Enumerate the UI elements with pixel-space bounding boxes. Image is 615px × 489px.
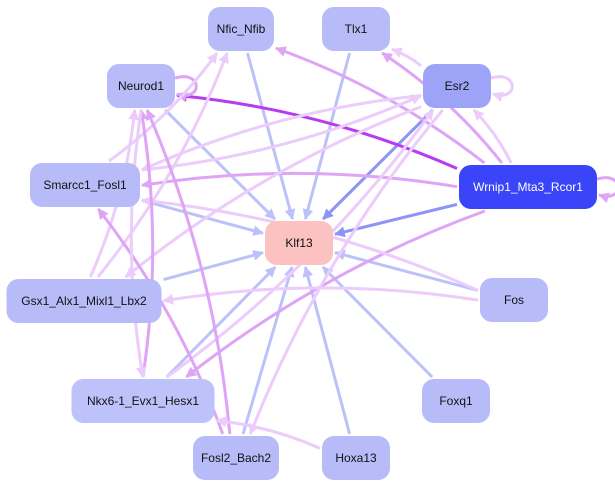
node-label: Fos xyxy=(504,293,524,307)
node-tlx1[interactable]: Tlx1 xyxy=(322,7,390,51)
edge-neurod1-to-klf13 xyxy=(164,108,276,221)
node-esr2[interactable]: Esr2 xyxy=(423,64,491,108)
edge-foxq1-to-klf13 xyxy=(321,265,434,379)
node-smarcc1[interactable]: Smarcc1_Fosl1 xyxy=(30,163,140,207)
node-box[interactable] xyxy=(193,436,279,480)
node-box[interactable] xyxy=(107,64,175,108)
edge-wrnip1-to-neurod1 xyxy=(175,90,458,170)
edge-nkx6-to-neurod1 xyxy=(137,108,155,378)
node-label: Fosl2_Bach2 xyxy=(201,451,271,465)
edge-smarcc1-to-nfic xyxy=(108,52,219,163)
edge-wrnip1-to-esr2 xyxy=(472,108,513,164)
node-label: Klf13 xyxy=(285,236,313,250)
node-label: Tlx1 xyxy=(345,22,368,36)
node-box[interactable] xyxy=(322,436,390,480)
node-box[interactable] xyxy=(71,379,215,423)
edge-wrnip1-to-nkx6 xyxy=(185,209,486,379)
node-box[interactable] xyxy=(6,279,162,323)
edge-fos-to-gsx1 xyxy=(162,286,479,305)
node-fos[interactable]: Fos xyxy=(480,278,548,322)
edge-wrnip1-to-smarcc1 xyxy=(140,171,458,190)
edge-neurod1-to-nkx6 xyxy=(129,109,147,379)
edge-esr2-to-esr2 xyxy=(490,75,514,103)
node-label: Neurod1 xyxy=(118,79,164,93)
node-box[interactable] xyxy=(423,64,491,108)
node-box[interactable] xyxy=(459,165,597,209)
node-klf13[interactable]: Klf13 xyxy=(265,221,333,265)
edge-hoxa13-to-nkx6 xyxy=(215,416,321,450)
edge-hoxa13-to-klf13 xyxy=(302,265,352,435)
edge-esr2-to-smarcc1 xyxy=(141,94,422,172)
node-label: Hoxa13 xyxy=(335,451,377,465)
edge-esr2-to-gsx1 xyxy=(124,105,422,279)
edge-fos-to-klf13 xyxy=(333,249,479,292)
edge-fosl2-to-neurod1 xyxy=(145,109,232,435)
edge-nkx6-to-klf13 xyxy=(165,265,277,379)
node-fosl2[interactable]: Fosl2_Bach2 xyxy=(193,436,279,480)
node-box[interactable] xyxy=(208,7,274,51)
edges-layer xyxy=(88,46,615,450)
edge-smarcc1-to-esr2 xyxy=(141,94,422,172)
edge-tlx1-to-klf13 xyxy=(302,52,352,221)
edge-fosl2-to-klf13 xyxy=(241,265,295,435)
edge-gsx1-to-klf13 xyxy=(163,250,265,282)
node-label: Wrnip1_Mta3_Rcor1 xyxy=(473,180,583,194)
node-label: Esr2 xyxy=(445,79,470,93)
node-box[interactable] xyxy=(322,7,390,51)
edge-smarcc1-to-klf13 xyxy=(141,199,265,236)
node-neurod1[interactable]: Neurod1 xyxy=(107,64,175,108)
node-nkx6[interactable]: Nkx6-1_Evx1_Hesx1 xyxy=(71,379,215,423)
node-gsx1[interactable]: Gsx1_Alx1_Mixl1_Lbx2 xyxy=(6,279,162,323)
node-foxq1[interactable]: Foxq1 xyxy=(422,379,490,423)
node-box[interactable] xyxy=(30,163,140,207)
edge-esr2-to-fosl2 xyxy=(248,109,444,436)
edge-wrnip1-to-wrnip1 xyxy=(596,176,615,204)
node-label: Smarcc1_Fosl1 xyxy=(43,178,127,192)
node-box[interactable] xyxy=(265,221,333,265)
node-box[interactable] xyxy=(480,278,548,322)
node-label: Nkx6-1_Evx1_Hesx1 xyxy=(87,394,199,408)
edge-wrnip1-to-nfic xyxy=(274,46,486,165)
edge-nfic-to-klf13 xyxy=(246,52,296,221)
edge-esr2-to-tlx1 xyxy=(390,47,422,67)
node-wrnip1[interactable]: Wrnip1_Mta3_Rcor1 xyxy=(459,165,597,209)
node-nfic[interactable]: Nfic_Nfib xyxy=(208,7,274,51)
node-box[interactable] xyxy=(422,379,490,423)
node-label: Gsx1_Alx1_Mixl1_Lbx2 xyxy=(21,294,147,308)
node-hoxa13[interactable]: Hoxa13 xyxy=(322,436,390,480)
node-label: Foxq1 xyxy=(439,394,473,408)
node-label: Nfic_Nfib xyxy=(217,22,266,36)
edge-esr2-to-klf13 xyxy=(322,108,434,221)
